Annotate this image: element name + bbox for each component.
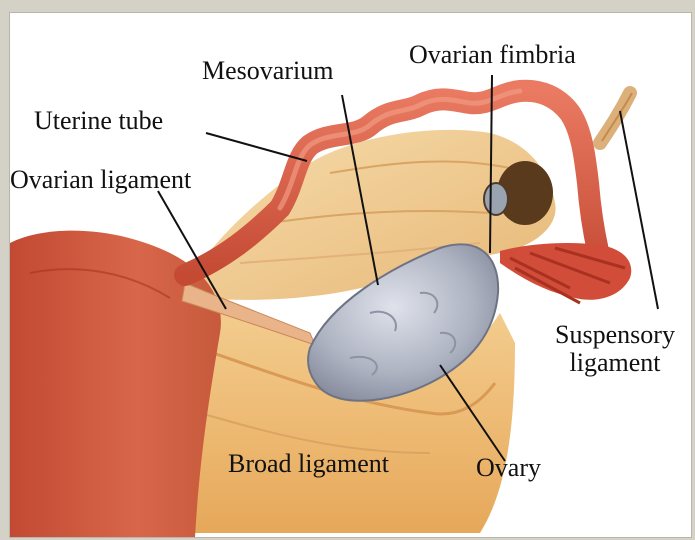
label-mesovarium: Mesovarium — [202, 57, 333, 85]
label-suspensory-line1: Suspensory — [540, 321, 690, 349]
label-broad-ligament: Broad ligament — [228, 450, 389, 478]
label-ovarian-fimbria: Ovarian fimbria — [409, 41, 576, 69]
label-ovarian-ligament: Ovarian ligament — [10, 166, 191, 194]
label-suspensory-line2: ligament — [540, 349, 690, 377]
label-uterine-tube: Uterine tube — [34, 107, 163, 135]
label-ovary: Ovary — [476, 454, 541, 482]
anatomy-panel: Mesovarium Ovarian fimbria Uterine tube … — [9, 12, 692, 538]
label-suspensory-ligament: Suspensory ligament — [540, 321, 690, 377]
